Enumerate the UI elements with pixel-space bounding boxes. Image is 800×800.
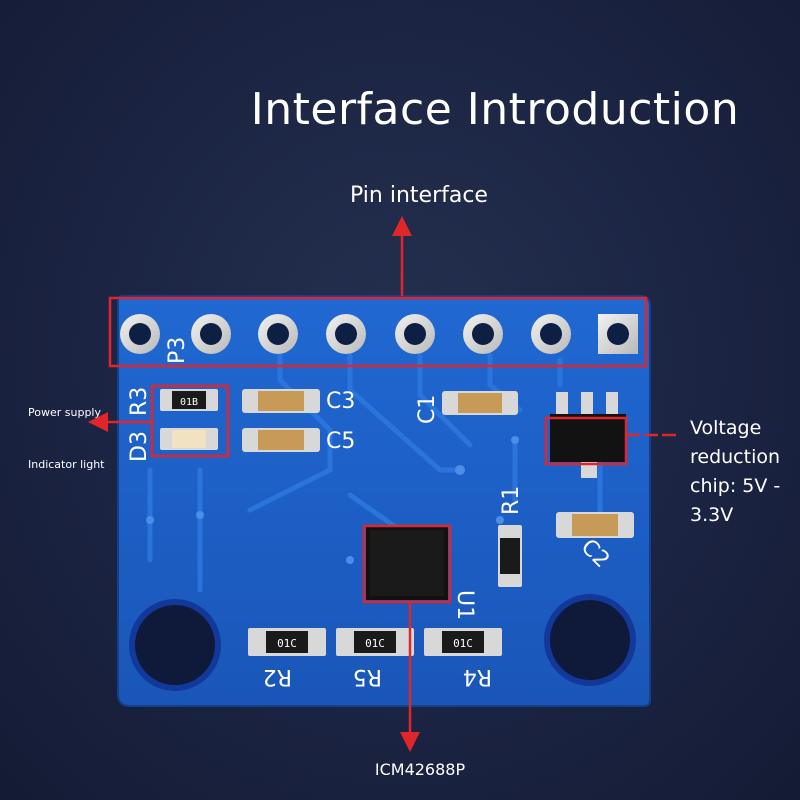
- indicator-light-label: Indicator light: [28, 458, 105, 471]
- pin-hole-square: [598, 314, 638, 354]
- header-pins: [120, 314, 638, 354]
- icm42688p-chip: [366, 526, 448, 600]
- capacitor-c1: [442, 391, 518, 415]
- power-supply-label: Power supply: [28, 406, 101, 419]
- led-d3: [160, 428, 218, 450]
- silk-r3: R3: [127, 387, 152, 416]
- silk-c5: C5: [326, 429, 355, 454]
- pin-hole: [191, 314, 231, 354]
- silk-d3: D3: [127, 431, 152, 462]
- r5-code-mark: 01C: [365, 637, 385, 650]
- voltage-chip-line-4: 3.3V: [690, 504, 734, 526]
- voltage-chip-label: Voltage reduction chip: 5V - 3.3V: [690, 414, 800, 530]
- voltage-chip-line-3: chip: 5V -: [690, 475, 781, 497]
- voltage-chip-highlight: [544, 416, 628, 466]
- capacitor-c5: [242, 428, 320, 452]
- sensor-chip-highlight: [362, 524, 452, 604]
- voltage-chip-line-2: reduction: [690, 446, 781, 468]
- pin-hole: [463, 314, 503, 354]
- sensor-chip-label: ICM42688P: [374, 760, 466, 779]
- silk-r4: R4: [463, 664, 492, 689]
- capacitor-c3: [242, 389, 320, 413]
- voltage-regulator-chip: [550, 392, 626, 478]
- resistor-r4: 01C: [424, 628, 502, 656]
- r4-code-mark: 01C: [453, 637, 473, 650]
- silk-r5: R5: [353, 664, 382, 689]
- pin-interface-label: Pin interface: [350, 183, 488, 208]
- r3-code-mark: 01B: [180, 397, 198, 408]
- pin-hole: [531, 314, 571, 354]
- mounting-hole-left: [129, 599, 221, 691]
- mounting-hole-right: [544, 594, 636, 686]
- pin-hole: [258, 314, 298, 354]
- pcb-traces: [147, 352, 603, 593]
- silk-r2: R2: [263, 664, 292, 689]
- silk-r1: R1: [499, 486, 524, 515]
- resistor-r1: [498, 525, 522, 587]
- pcb-vias: [146, 436, 519, 564]
- pin-interface-highlight: [108, 296, 648, 368]
- silk-c1: C1: [415, 395, 440, 424]
- silk-p3: P3: [165, 337, 190, 364]
- resistor-r2: 01C: [248, 628, 326, 656]
- pin-hole: [326, 314, 366, 354]
- silk-c3: C3: [326, 389, 355, 414]
- pin-hole: [395, 314, 435, 354]
- resistor-r3: 01B: [160, 389, 218, 411]
- capacitor-c2: [556, 512, 634, 538]
- voltage-chip-line-1: Voltage: [690, 417, 762, 439]
- resistor-r5: 01C: [336, 628, 414, 656]
- page-title: Interface Introduction: [250, 84, 740, 135]
- silk-u1: U1: [452, 590, 477, 620]
- pin-hole: [120, 314, 160, 354]
- r2-code-mark: 01C: [277, 637, 297, 650]
